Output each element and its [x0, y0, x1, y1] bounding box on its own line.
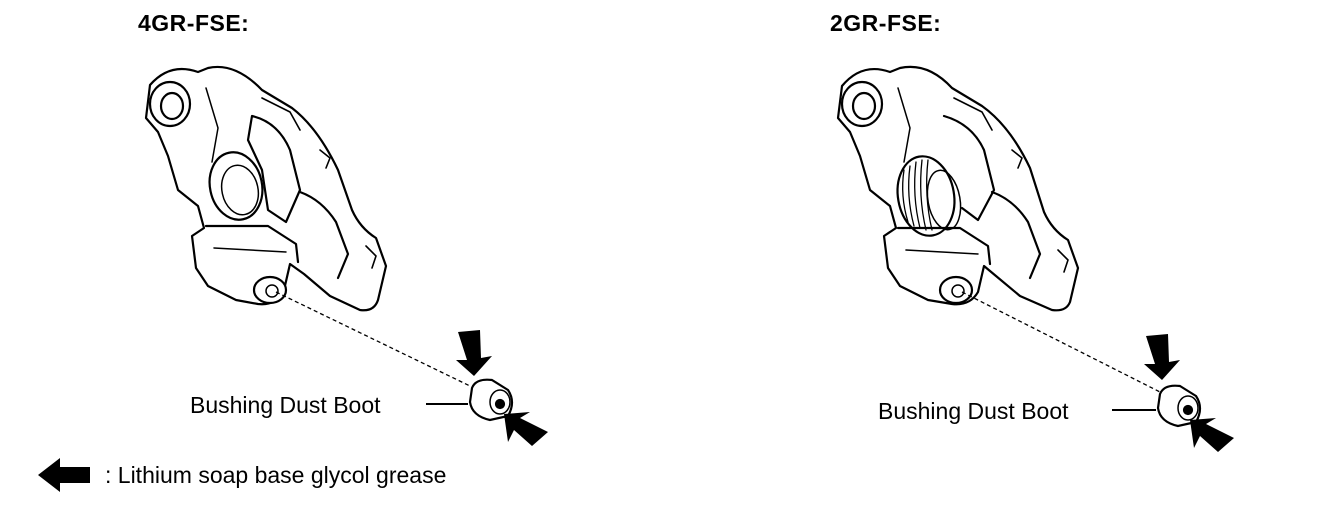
arrow-left-icon: [38, 458, 90, 492]
brake-caliper-4gr-fse: [144, 65, 388, 312]
arrow-diagonal-icon-right: [1190, 418, 1234, 452]
title-2gr-fse: 2GR-FSE:: [830, 10, 942, 36]
leader-dashed-right: [961, 291, 1161, 393]
label-bushing-dust-boot-left: Bushing Dust Boot: [190, 392, 381, 418]
arrow-diagonal-icon-left: [504, 412, 548, 446]
brake-caliper-2gr-fse: [836, 65, 1080, 312]
bushing-dust-boot-right-part: [1156, 384, 1202, 428]
legend-text: : Lithium soap base glycol grease: [105, 462, 447, 488]
leader-dashed-left: [275, 291, 471, 387]
label-bushing-dust-boot-right: Bushing Dust Boot: [878, 398, 1069, 424]
bushing-dust-boot-left-part: [468, 378, 514, 422]
title-4gr-fse: 4GR-FSE:: [138, 10, 250, 36]
arrow-down-icon-left: [456, 330, 492, 376]
arrow-down-icon-right: [1144, 334, 1180, 380]
